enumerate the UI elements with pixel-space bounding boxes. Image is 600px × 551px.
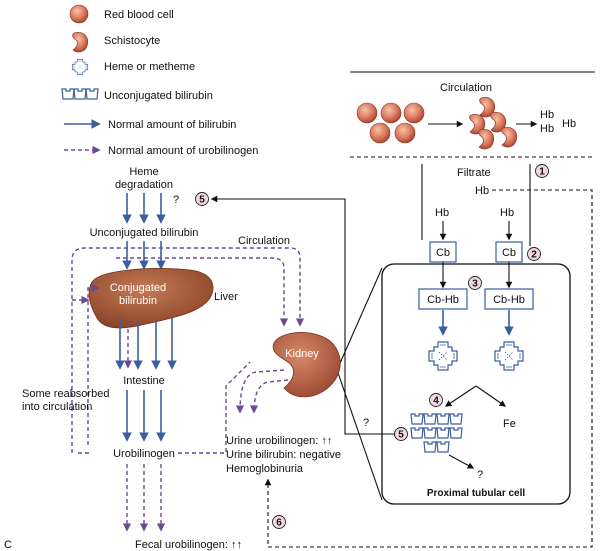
proximal-tubular-cell-title: Proximal tubular cell bbox=[427, 488, 526, 499]
liver-organ bbox=[88, 268, 214, 329]
step-4-number: 4 bbox=[433, 396, 439, 407]
urobilinogen-to-kidney-path bbox=[178, 361, 251, 454]
legend-heme-label: Heme or metheme bbox=[104, 61, 195, 73]
heme-to-iron-arrow bbox=[475, 385, 507, 407]
heme-icon bbox=[71, 58, 89, 76]
reabsorbed-label-1: Some reabsorbed bbox=[22, 388, 109, 400]
red-blood-cell-cluster bbox=[356, 102, 425, 144]
hb-right-label: Hb bbox=[500, 207, 514, 219]
urine-urobilinogen-label: Urine urobilinogen: ↑↑ bbox=[226, 435, 332, 447]
step-6-dashed-path bbox=[264, 189, 593, 548]
legend: Red blood cell Schistocyte Heme or methe… bbox=[61, 4, 258, 157]
legend-rbc-label: Red blood cell bbox=[104, 9, 174, 21]
cb-hb-left-label: Cb-Hb bbox=[427, 294, 459, 306]
schistocyte-cluster bbox=[469, 97, 518, 150]
degradation-label: degradation bbox=[115, 179, 173, 191]
heme-icon-right bbox=[494, 341, 524, 371]
question-top: ? bbox=[173, 194, 179, 206]
step-1-badge bbox=[535, 164, 549, 178]
kidney-to-urine-arrow-2 bbox=[249, 379, 289, 414]
step-5-number-right: 5 bbox=[398, 430, 404, 441]
hb-label-2: Hb bbox=[540, 123, 554, 135]
legend-unconjugated-label: Unconjugated bilirubin bbox=[104, 90, 213, 102]
conjugated-label: Conjugated bbox=[110, 282, 166, 294]
reabsorbed-label-2: into circulation bbox=[22, 401, 92, 413]
heme-icon-left bbox=[428, 341, 458, 371]
zoom-line-top bbox=[336, 267, 383, 371]
step-4-badge bbox=[429, 393, 443, 407]
liver-gut-panel: Heme degradation ? 5 Unconjugated biliru… bbox=[4, 166, 346, 551]
step-1-number: 1 bbox=[539, 167, 545, 178]
question-bottom: ? bbox=[477, 469, 483, 481]
step-6-number: 6 bbox=[276, 518, 282, 529]
bilirubin-unknown-arrow bbox=[448, 454, 475, 469]
cb-right-label: Cb bbox=[502, 247, 516, 259]
circulation-inner-loop bbox=[116, 257, 289, 327]
step-5-number-left: 5 bbox=[199, 195, 205, 206]
hb-label-1: Hb bbox=[540, 109, 554, 121]
kidney-organ bbox=[272, 332, 341, 398]
cb-hb-right-box bbox=[484, 288, 534, 310]
cb-left-label: Cb bbox=[436, 247, 450, 259]
hemoglobinuria-label: Hemoglobinuria bbox=[226, 463, 304, 475]
circulation-outer-loop bbox=[71, 247, 305, 453]
hb-label-3: Hb bbox=[562, 118, 576, 130]
step-6-badge bbox=[272, 515, 286, 529]
unconjugated-bilirubin-icon bbox=[61, 88, 99, 100]
zoom-line-bottom bbox=[336, 369, 383, 501]
kidney-to-bilirubin-line bbox=[344, 342, 395, 435]
kidney-to-urine-arrow-1 bbox=[235, 369, 285, 414]
unconjugated-bilirubin-label: Unconjugated bilirubin bbox=[90, 227, 199, 239]
legend-bilirubin-label: Normal amount of bilirubin bbox=[108, 119, 236, 131]
filtrate-label: Filtrate bbox=[457, 167, 491, 179]
reabsorbed-entry-arrow-2 bbox=[87, 283, 100, 445]
proximal-tubular-cell-box bbox=[381, 263, 571, 505]
circulation-label: Circulation bbox=[440, 82, 492, 94]
step-2-badge bbox=[527, 247, 541, 261]
legend-urobilinogen-label: Normal amount of urobilinogen bbox=[108, 145, 258, 157]
hb-left-label: Hb bbox=[435, 207, 449, 219]
circulation-left-label: Circulation bbox=[238, 235, 290, 247]
kidney-detail-panel: Circulation Hb Hb Hb Filtrate 1 Hb Hb bbox=[264, 71, 595, 548]
step-3-badge bbox=[468, 276, 482, 290]
urine-bilirubin-label: Urine bilirubin: negative bbox=[226, 449, 341, 461]
panel-letter: C bbox=[4, 539, 12, 551]
urobilinogen-label: Urobilinogen bbox=[113, 448, 175, 460]
unconjugated-bilirubin-cluster bbox=[410, 413, 463, 453]
red-blood-cell-icon bbox=[69, 4, 89, 24]
cb-hb-left-box bbox=[418, 288, 468, 310]
liver-label: Liver bbox=[214, 291, 238, 303]
question-left: ? bbox=[363, 417, 369, 429]
cb-hb-right-label: Cb-Hb bbox=[493, 294, 525, 306]
iron-label: Fe bbox=[503, 418, 516, 430]
kidney-label: Kidney bbox=[285, 348, 319, 360]
heme-label: Heme bbox=[129, 166, 158, 178]
step-2-number: 2 bbox=[531, 250, 537, 261]
legend-schistocyte-label: Schistocyte bbox=[104, 35, 160, 47]
step-3-number: 3 bbox=[472, 279, 478, 290]
intestine-label: Intestine bbox=[123, 375, 165, 387]
schistocyte-icon bbox=[72, 32, 89, 53]
heme-to-bilirubin-arrow bbox=[444, 385, 477, 407]
bilirubin-to-heme-degradation-arrow bbox=[210, 195, 346, 342]
hb-filtrate-label: Hb bbox=[475, 185, 489, 197]
bilirubin-label: bilirubin bbox=[119, 295, 157, 307]
fecal-urobilinogen-label: Fecal urobilinogen: ↑↑ bbox=[135, 539, 242, 551]
step-5-badge-left bbox=[195, 192, 209, 206]
